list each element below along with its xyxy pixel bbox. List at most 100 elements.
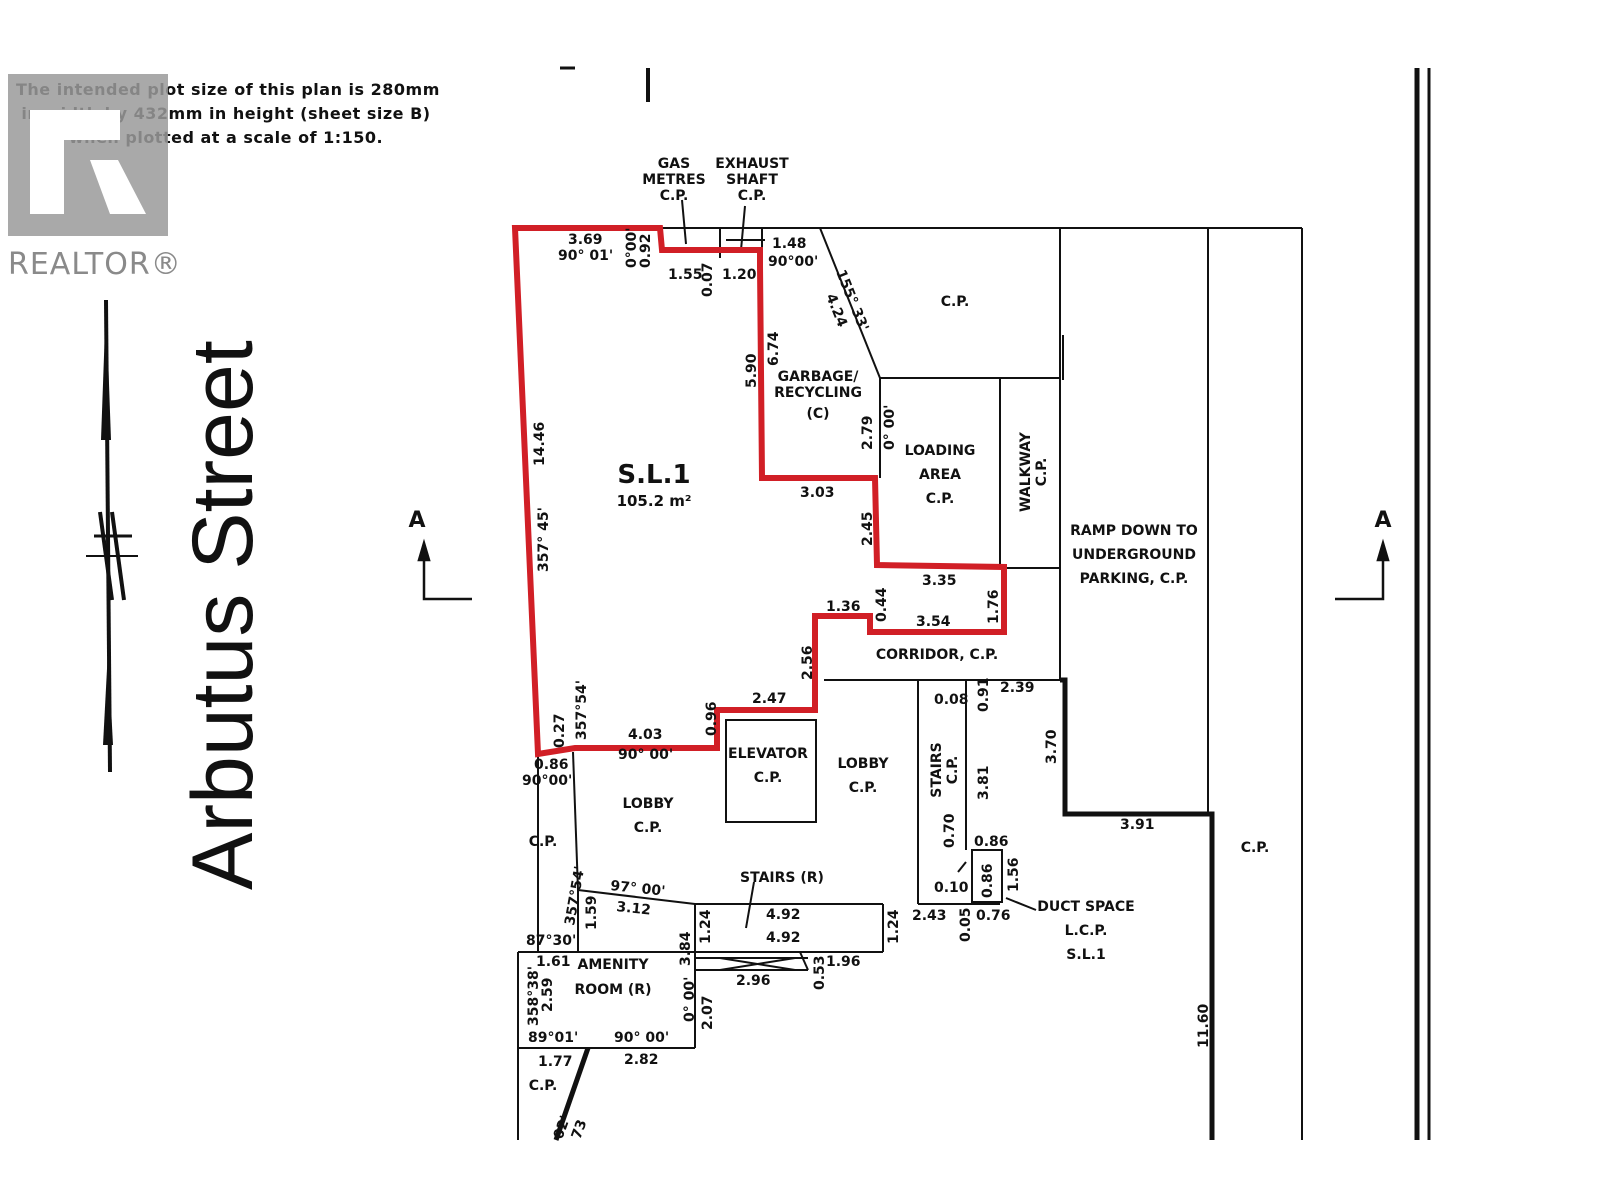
label-cp-bottom: C.P. (529, 1078, 558, 1094)
section-marker-left: A (408, 508, 472, 601)
dim-1-96: 1.96 (826, 954, 861, 970)
bearing-90-00-d: 90° 00' (614, 1030, 669, 1046)
dim-0-44: 0.44 (874, 587, 890, 622)
label-exhaust-2: SHAFT (726, 172, 778, 188)
label-exhaust-3: C.P. (738, 188, 767, 204)
bearing-357-45: 357° 45' (536, 507, 552, 572)
north-arrow-icon (86, 299, 138, 773)
section-marker-right: A (1335, 508, 1392, 601)
label-loading-2: AREA (919, 467, 961, 483)
label-ramp-1: RAMP DOWN TO (1070, 523, 1198, 539)
dim-14-46: 14.46 (532, 422, 548, 466)
dim-1-36: 1.36 (826, 599, 861, 615)
dim-0-86-a: 0.86 (534, 757, 569, 773)
dim-1-24-b: 1.24 (886, 909, 902, 944)
label-walkway-2: C.P. (1034, 458, 1050, 487)
label-loading-1: LOADING (905, 443, 976, 459)
bearing-87-30: 87°30' (526, 933, 576, 949)
plan-linework (515, 199, 1303, 1141)
label-lobby-right-2: C.P. (849, 780, 878, 796)
bearing-89-01: 89°01' (528, 1030, 578, 1046)
dimension-labels: 3.69 90° 01' 0.92 0°00' 1.55 0.07 1.20 1… (522, 227, 1212, 1141)
dim-2-59: 2.59 (540, 977, 556, 1012)
room-labels: GAS METRES C.P. EXHAUST SHAFT C.P. C.P. … (529, 156, 1270, 1094)
dim-1-61: 1.61 (536, 954, 571, 970)
dim-4-92-b: 4.92 (766, 930, 801, 946)
label-duct-2: L.C.P. (1065, 923, 1108, 939)
label-duct-1: DUCT SPACE (1037, 899, 1134, 915)
label-lobby-right-1: LOBBY (837, 756, 889, 772)
dim-1-20: 1.20 (722, 267, 757, 283)
bearing-90-00-b: 90° 00' (618, 747, 673, 763)
dim-0-27: 0.27 (552, 713, 568, 748)
dim-0-53: 0.53 (812, 955, 828, 990)
dim-0-76: 0.76 (976, 908, 1011, 924)
dim-3-91: 3.91 (1120, 817, 1155, 833)
dim-1-24-a: 1.24 (698, 909, 714, 944)
label-amenity-2: ROOM (R) (575, 982, 652, 998)
label-loading-3: C.P. (926, 491, 955, 507)
bearing-0-00-c: 0° 00' (682, 977, 698, 1022)
label-cp-top: C.P. (941, 294, 970, 310)
strata-lot-area: 105.2 m² (617, 492, 692, 510)
label-lobby-left-1: LOBBY (622, 796, 674, 812)
dim-0-96: 0.96 (704, 701, 720, 736)
dim-3-03: 3.03 (800, 485, 835, 501)
dim-2-45: 2.45 (860, 511, 876, 546)
dim-0-86-c: 0.86 (980, 863, 996, 898)
label-ramp-2: UNDERGROUND (1072, 547, 1196, 563)
dim-3-69: 3.69 (568, 232, 603, 248)
dim-2-47: 2.47 (752, 691, 787, 707)
dim-2-56: 2.56 (800, 645, 816, 680)
label-corridor: CORRIDOR, C.P. (876, 647, 998, 663)
dim-6-74: 6.74 (766, 331, 782, 366)
dim-3-81: 3.81 (976, 765, 992, 800)
label-garbage-1: GARBAGE/ (778, 369, 860, 385)
bearing-90-01: 90° 01' (558, 248, 613, 264)
dim-1-59: 1.59 (584, 895, 600, 930)
strata-lot-boundary (511, 225, 1007, 758)
label-cp-left: C.P. (529, 834, 558, 850)
section-label-right: A (1374, 508, 1391, 533)
label-duct-3: S.L.1 (1066, 947, 1105, 963)
label-gas-metres-1: GAS (658, 156, 690, 172)
label-stairs-cp-1: STAIRS (929, 742, 945, 797)
dim-3-12: 3.12 (616, 899, 652, 919)
label-garbage-2: RECYCLING (774, 385, 862, 401)
dim-5-90: 5.90 (744, 353, 760, 388)
dim-1-48: 1.48 (772, 236, 807, 252)
dim-2-39: 2.39 (1000, 680, 1035, 696)
bearing-0-00-b: 0° 00' (882, 405, 898, 450)
dim-0-91: 0.91 (976, 677, 992, 712)
bearing-90-00-c: 90°00' (522, 773, 572, 789)
dim-73: 73 (569, 1118, 591, 1142)
bearing-357-54-a: 357°54' (574, 680, 590, 740)
dim-2-07: 2.07 (700, 995, 716, 1030)
dim-2-96: 2.96 (736, 973, 771, 989)
dim-2-82: 2.82 (624, 1052, 659, 1068)
dim-3-84: 3.84 (678, 931, 694, 966)
bearing-358-38: 358°38' (526, 966, 542, 1026)
dim-0-07: 0.07 (700, 262, 716, 297)
dim-1-56: 1.56 (1006, 857, 1022, 892)
strata-lot-name: S.L.1 (617, 460, 690, 490)
dim-3-35: 3.35 (922, 573, 957, 589)
label-walkway-1: WALKWAY (1018, 431, 1034, 512)
label-gas-metres-2: METRES (642, 172, 705, 188)
label-stairs-cp-2: C.P. (945, 756, 961, 785)
dim-0-08: 0.08 (934, 692, 969, 708)
bearing-0-00: 0°00' (624, 227, 640, 268)
dim-11-60: 11.60 (1196, 1003, 1212, 1048)
realtor-logo: REALTOR® (8, 74, 181, 282)
bearing-90-00-a: 90°00' (768, 254, 818, 270)
label-elevator-2: C.P. (754, 770, 783, 786)
dim-3-54: 3.54 (916, 614, 951, 630)
label-ramp-3: PARKING, C.P. (1080, 571, 1189, 587)
section-label-left: A (408, 508, 425, 533)
property-edge-lines (560, 66, 1431, 1140)
dim-0-86-b: 0.86 (974, 834, 1009, 850)
label-lobby-left-2: C.P. (634, 820, 663, 836)
label-elevator-1: ELEVATOR (728, 746, 808, 762)
label-cp-right: C.P. (1241, 840, 1270, 856)
